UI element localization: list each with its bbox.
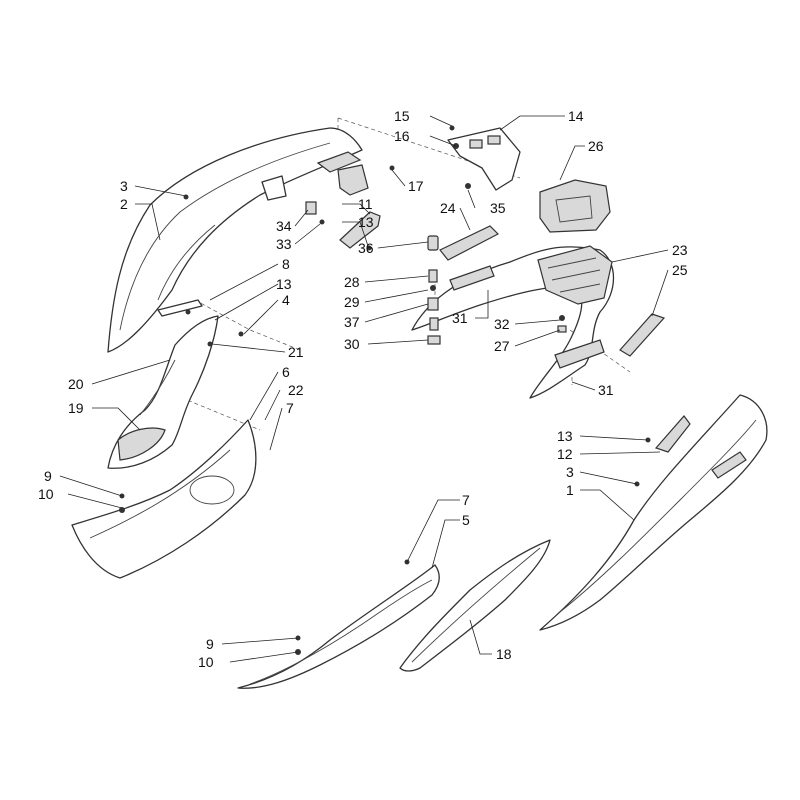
callout-leader-lines — [59, 115, 669, 663]
part-2-upper-side-panel — [107, 127, 363, 353]
callout-labels: 1 2 3 3 4 5 6 7 7 8 9 9 10 10 11 12 13 1… — [38, 108, 688, 670]
part-14-bracket — [447, 125, 521, 191]
callout-28: 28 — [344, 274, 360, 290]
callout-3: 3 — [120, 178, 128, 194]
callout-16: 16 — [394, 128, 410, 144]
callout-22: 22 — [288, 382, 304, 398]
callout-8: 8 — [282, 256, 290, 272]
part-24-strip — [439, 225, 500, 261]
callout-19: 19 — [68, 400, 84, 416]
callout-32: 32 — [494, 316, 510, 332]
part-23-grab-rail — [411, 245, 614, 399]
callout-13: 13 — [276, 276, 292, 292]
callout-33: 33 — [276, 236, 292, 252]
part-19-inner-panel — [107, 315, 219, 469]
callout-30: 30 — [344, 336, 360, 352]
callout-11: 11 — [358, 196, 373, 212]
part-20-connector — [157, 194, 372, 347]
callout-13: 13 — [557, 428, 573, 444]
callout-2: 2 — [120, 196, 128, 212]
part-18-side-strip — [399, 539, 551, 672]
callout-24: 24 — [440, 200, 456, 216]
callout-26: 26 — [588, 138, 604, 154]
callout-6: 6 — [282, 364, 290, 380]
callout-31: 31 — [598, 382, 614, 398]
callout-7: 7 — [462, 492, 470, 508]
part-17-bracket — [337, 164, 395, 196]
callout-13: 13 — [358, 214, 374, 230]
callout-1: 1 — [566, 482, 574, 498]
callout-3: 3 — [566, 464, 574, 480]
callout-17: 17 — [408, 178, 424, 194]
callout-36: 36 — [358, 240, 374, 256]
callout-5: 5 — [462, 512, 470, 528]
parts-33-34-clips — [305, 201, 325, 225]
callout-9: 9 — [44, 468, 52, 484]
callout-34: 34 — [276, 218, 292, 234]
callout-23: 23 — [672, 242, 688, 258]
part-25-strip — [619, 313, 666, 357]
callout-25: 25 — [672, 262, 688, 278]
part-26-cover — [539, 179, 611, 233]
callout-9: 9 — [206, 636, 214, 652]
callout-10: 10 — [38, 486, 54, 502]
callout-4: 4 — [282, 292, 290, 308]
callout-10: 10 — [198, 654, 214, 670]
callout-20: 20 — [68, 376, 84, 392]
callout-12: 12 — [557, 446, 573, 462]
callout-35: 35 — [490, 200, 506, 216]
callout-7: 7 — [286, 400, 294, 416]
part-11-bracket — [339, 211, 381, 249]
callout-21: 21 — [288, 344, 304, 360]
callout-14: 14 — [568, 108, 584, 124]
callout-29: 29 — [344, 294, 360, 310]
part-32-fastener — [557, 315, 567, 333]
part-12-bracket — [645, 415, 691, 453]
callout-37: 37 — [344, 314, 360, 330]
part-1-rear-side-panel — [539, 394, 768, 631]
callout-18: 18 — [496, 646, 512, 662]
callout-31: 31 — [452, 310, 468, 326]
callout-15: 15 — [394, 108, 410, 124]
callout-27: 27 — [494, 338, 510, 354]
small-hardware-28-29-36-37 — [427, 235, 441, 345]
